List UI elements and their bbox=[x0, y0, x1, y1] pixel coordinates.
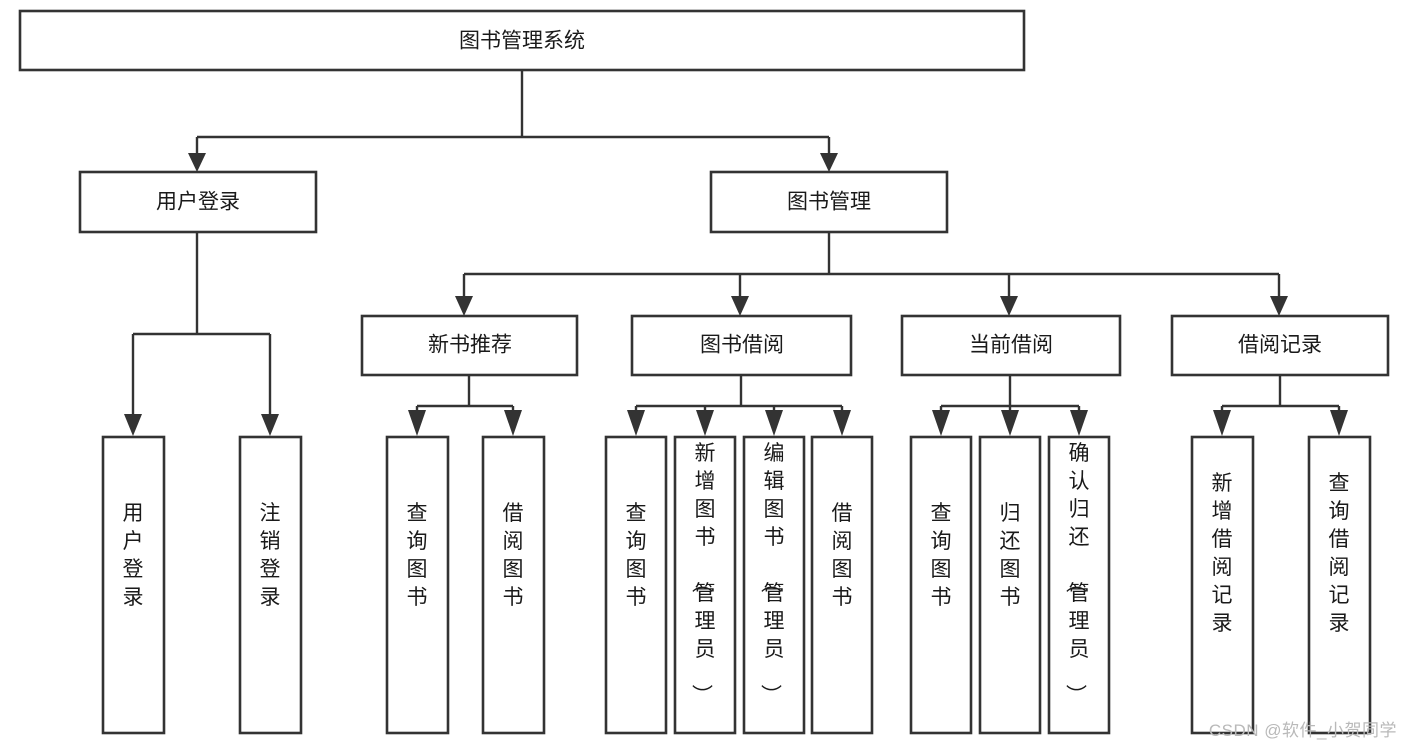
arrow-bm-to-borrow-record bbox=[1270, 296, 1288, 316]
node-borrow-record-label: 借阅记录 bbox=[1238, 334, 1322, 357]
node-user-login[interactable]: 用户登录 bbox=[78, 170, 318, 234]
node-leaf-cur-query-box[interactable] bbox=[909, 435, 973, 735]
node-leaf-user-logout-box[interactable] bbox=[238, 435, 303, 735]
node-leaf-borrow-edit-label: 编辑图书（管理员） bbox=[759, 442, 785, 705]
node-leaf-borrow-do-box[interactable] bbox=[810, 435, 874, 735]
node-new-book-rec[interactable]: 新书推荐 bbox=[360, 314, 579, 377]
node-leaf-rec-query2[interactable]: 查询借阅记录 bbox=[1307, 435, 1372, 735]
node-leaf-borrow-add-box[interactable] bbox=[673, 435, 737, 735]
arrow-bm-to-current-borrow bbox=[1000, 296, 1018, 316]
node-leaf-cur-return-label: 归还图书 bbox=[1000, 502, 1021, 609]
node-leaf-user-login-box[interactable] bbox=[101, 435, 166, 735]
node-leaf-cur-query-label: 查询图书 bbox=[931, 502, 952, 609]
node-leaf-borrow-add[interactable]: 新增图书（管理员） bbox=[673, 435, 737, 735]
node-root-label: 图书管理系统 bbox=[459, 30, 585, 53]
arrow-br-to-leaf2 bbox=[1330, 410, 1348, 436]
node-leaf-cur-confirm[interactable]: 确认归还（管理员） bbox=[1047, 435, 1111, 735]
node-book-borrow[interactable]: 图书借阅 bbox=[630, 314, 853, 377]
node-root-box[interactable] bbox=[18, 9, 1026, 72]
node-leaf-rec-query-label: 查询图书 bbox=[407, 502, 428, 609]
arrow-bm-to-new-book-rec bbox=[455, 296, 473, 316]
node-leaf-cur-return[interactable]: 归还图书 bbox=[978, 435, 1042, 735]
node-borrow-record[interactable]: 借阅记录 bbox=[1170, 314, 1390, 377]
arrow-user-login-to-leaf1 bbox=[124, 414, 142, 436]
arrow-nbr-to-leaf1 bbox=[408, 410, 426, 436]
node-leaf-rec-add[interactable]: 新增借阅记录 bbox=[1190, 435, 1255, 735]
node-leaf-rec-borrow-box[interactable] bbox=[481, 435, 546, 735]
node-leaf-rec-query2-box[interactable] bbox=[1307, 435, 1372, 735]
node-leaf-rec-query-box[interactable] bbox=[385, 435, 450, 735]
node-new-book-rec-label: 新书推荐 bbox=[428, 334, 512, 357]
node-leaf-borrow-do-label: 借阅图书 bbox=[832, 502, 853, 609]
arrow-cb-to-leaf3 bbox=[1070, 410, 1088, 436]
arrow-br-to-leaf1 bbox=[1213, 410, 1231, 436]
node-leaf-rec-borrow-label: 借阅图书 bbox=[503, 502, 524, 609]
node-book-manage-box[interactable] bbox=[709, 170, 949, 234]
arrow-bb-to-leaf4 bbox=[833, 410, 851, 436]
node-leaf-cur-return-box[interactable] bbox=[978, 435, 1042, 735]
arrow-root-to-book-manage bbox=[820, 153, 838, 172]
node-leaf-borrow-do[interactable]: 借阅图书 bbox=[810, 435, 874, 735]
node-leaf-cur-confirm-label: 确认归还（管理员） bbox=[1064, 442, 1090, 705]
node-user-login-box[interactable] bbox=[78, 170, 318, 234]
node-leaf-user-login-label: 用户登录 bbox=[123, 502, 144, 609]
node-new-book-rec-box[interactable] bbox=[360, 314, 579, 377]
node-book-manage[interactable]: 图书管理 bbox=[709, 170, 949, 234]
node-leaf-rec-add-label: 新增借阅记录 bbox=[1212, 472, 1233, 635]
arrow-nbr-to-leaf2 bbox=[504, 410, 522, 436]
arrow-cb-to-leaf1 bbox=[932, 410, 950, 436]
node-leaf-borrow-add-label: 新增图书（管理员） bbox=[690, 442, 716, 705]
node-user-login-label: 用户登录 bbox=[156, 191, 240, 214]
node-leaf-borrow-query-box[interactable] bbox=[604, 435, 668, 735]
node-book-borrow-label: 图书借阅 bbox=[700, 334, 784, 357]
arrow-root-to-user-login bbox=[188, 153, 206, 172]
node-leaf-user-login[interactable]: 用户登录 bbox=[101, 435, 166, 735]
node-leaf-rec-borrow[interactable]: 借阅图书 bbox=[481, 435, 546, 735]
arrow-bb-to-leaf2 bbox=[696, 410, 714, 436]
connector-layer bbox=[124, 70, 1348, 436]
node-leaf-user-logout[interactable]: 注销登录 bbox=[238, 435, 303, 735]
node-current-borrow-box[interactable] bbox=[900, 314, 1122, 377]
node-borrow-record-box[interactable] bbox=[1170, 314, 1390, 377]
node-leaf-rec-query2-label: 查询借阅记录 bbox=[1329, 472, 1350, 635]
node-leaf-borrow-query-label: 查询图书 bbox=[626, 502, 647, 609]
node-leaf-borrow-edit[interactable]: 编辑图书（管理员） bbox=[742, 435, 806, 735]
node-current-borrow[interactable]: 当前借阅 bbox=[900, 314, 1122, 377]
node-leaf-cur-confirm-box[interactable] bbox=[1047, 435, 1111, 735]
arrow-cb-to-leaf2 bbox=[1001, 410, 1019, 436]
node-leaf-rec-add-box[interactable] bbox=[1190, 435, 1255, 735]
arrow-bm-to-book-borrow bbox=[731, 296, 749, 316]
node-leaf-borrow-query[interactable]: 查询图书 bbox=[604, 435, 668, 735]
arrow-bb-to-leaf1 bbox=[627, 410, 645, 436]
arrow-user-login-to-leaf2 bbox=[261, 414, 279, 436]
node-book-manage-label: 图书管理 bbox=[787, 191, 871, 214]
node-root[interactable]: 图书管理系统 bbox=[18, 9, 1026, 72]
node-leaf-borrow-edit-box[interactable] bbox=[742, 435, 806, 735]
arrow-bb-to-leaf3 bbox=[765, 410, 783, 436]
node-leaf-rec-query[interactable]: 查询图书 bbox=[385, 435, 450, 735]
node-book-borrow-box[interactable] bbox=[630, 314, 853, 377]
node-current-borrow-label: 当前借阅 bbox=[969, 334, 1053, 357]
node-leaf-user-logout-label: 注销登录 bbox=[260, 502, 281, 609]
node-leaf-cur-query[interactable]: 查询图书 bbox=[909, 435, 973, 735]
